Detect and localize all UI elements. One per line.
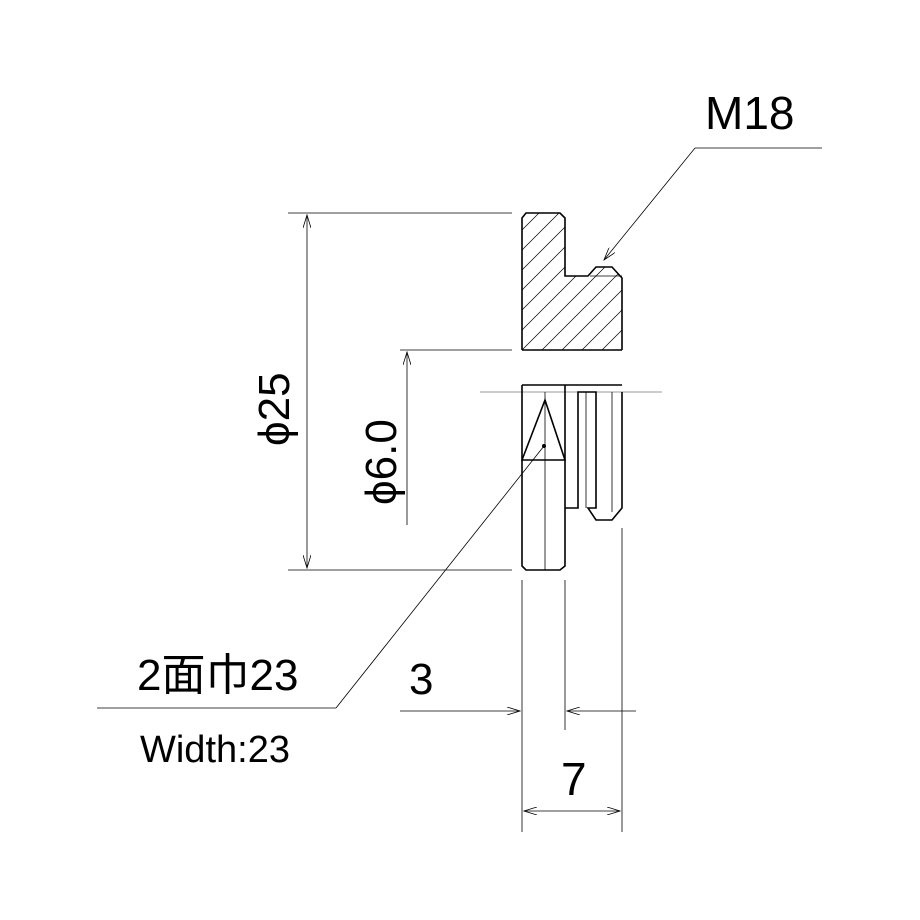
leader-width-across-flats — [97, 445, 545, 709]
dim-extensions — [521, 528, 623, 832]
upper-outline — [521, 212, 623, 350]
bore-diameter-label: ϕ6.0 — [357, 419, 406, 505]
overall-length-label: 7 — [561, 753, 587, 805]
hex-flange-outline — [521, 385, 566, 571]
bore-band — [522, 349, 622, 386]
width-across-flats-jp-label: 2面巾23 — [137, 651, 298, 700]
leader-thread — [604, 147, 822, 260]
dim-bore-diameter — [400, 349, 512, 525]
part-view-lower — [520, 385, 623, 571]
dim-outer-diameter — [288, 212, 512, 571]
hex-corner-triangle — [520, 397, 567, 461]
outer-diameter-label: ϕ25 — [250, 372, 299, 446]
thread-label: M18 — [705, 87, 794, 139]
width-across-flats-en-label: Width:23 — [140, 729, 290, 771]
flange-thickness-label: 3 — [409, 655, 433, 704]
thread-outline — [565, 391, 623, 521]
